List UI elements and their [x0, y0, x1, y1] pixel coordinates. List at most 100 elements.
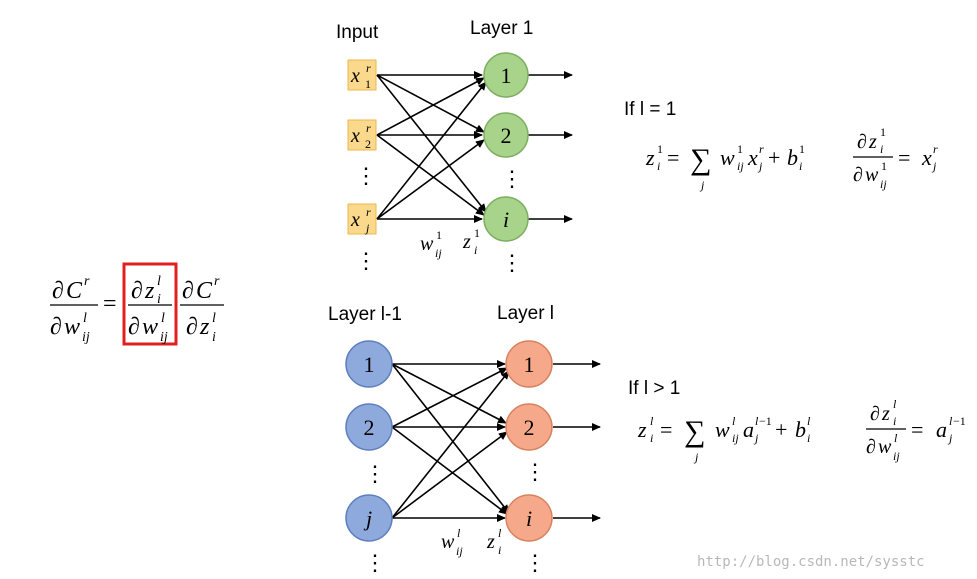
layer1-ellipsis-1: ⋮	[501, 166, 523, 191]
bottom-network: Layer l-1 Layer l 1 2 j	[328, 303, 601, 575]
svg-text:j: j	[364, 221, 370, 235]
svg-text:ij: ij	[737, 159, 744, 173]
svg-text:∂: ∂	[853, 164, 863, 186]
l-equals-1-equations: If l = 1 z 1 i = ∑ j w 1 ij x r j + b 1 …	[624, 99, 938, 192]
top-weight-label: w 1 ij	[420, 228, 442, 260]
svg-text:i: i	[657, 159, 660, 173]
svg-text:b: b	[795, 417, 806, 442]
svg-text:x: x	[350, 209, 360, 231]
svg-text:z: z	[199, 314, 210, 340]
svg-text:∑: ∑	[690, 143, 711, 176]
svg-text:l: l	[893, 397, 897, 411]
svg-text:l: l	[650, 414, 654, 428]
svg-text:C: C	[196, 278, 213, 304]
top-network: Input Layer 1 x r 1 x r 2	[336, 18, 573, 275]
svg-text:x: x	[350, 125, 360, 147]
svg-text:∂: ∂	[50, 314, 62, 340]
svg-text:w: w	[715, 417, 730, 442]
svg-text:x: x	[747, 145, 758, 170]
svg-text:ij: ij	[435, 246, 442, 260]
layer1-node-i: i	[483, 196, 529, 242]
svg-text:r: r	[214, 274, 220, 289]
prev-layer-node-j: j	[345, 494, 393, 542]
svg-text:j: j	[699, 178, 705, 192]
svg-text:j: j	[931, 159, 937, 173]
prev-layer-node-2: 2	[345, 403, 393, 451]
svg-text:∂: ∂	[186, 314, 198, 340]
svg-text:1: 1	[799, 142, 805, 156]
svg-text:2: 2	[501, 123, 512, 148]
svg-text:=: =	[667, 145, 679, 170]
svg-text:a: a	[936, 417, 947, 442]
svg-text:∂: ∂	[131, 278, 143, 304]
svg-text:l: l	[894, 431, 898, 445]
layer-l-label: Layer l	[497, 303, 554, 324]
layer1-node-1: 1	[483, 52, 529, 98]
svg-text:r: r	[933, 142, 938, 156]
condition-l-greater-1: If l > 1	[628, 378, 680, 399]
svg-text:z: z	[881, 403, 890, 425]
svg-text:1: 1	[501, 63, 512, 88]
svg-text:1: 1	[436, 228, 442, 242]
svg-text:ij: ij	[893, 449, 900, 463]
svg-text:i: i	[498, 543, 501, 557]
svg-text:2: 2	[364, 415, 375, 440]
svg-text:j: j	[693, 450, 699, 464]
layer-l-node-1: 1	[505, 340, 553, 388]
svg-text:∂: ∂	[128, 314, 140, 340]
svg-text:=: =	[103, 291, 117, 317]
svg-text:i: i	[650, 431, 653, 445]
watermark: http://blog.csdn.net/sysstc	[697, 554, 925, 570]
bottom-z-label: z l i	[486, 526, 502, 557]
svg-text:=: =	[660, 417, 672, 442]
svg-text:z: z	[645, 145, 655, 170]
svg-text:x: x	[921, 145, 932, 170]
svg-text:r: r	[366, 61, 371, 75]
svg-text:1: 1	[737, 142, 743, 156]
svg-text:−1: −1	[759, 414, 772, 428]
svg-text:1: 1	[365, 77, 371, 91]
input-ellipsis-2: ⋮	[355, 248, 377, 273]
svg-text:b: b	[787, 145, 798, 170]
layer1-ellipsis-2: ⋮	[501, 250, 523, 275]
svg-text:z: z	[144, 278, 155, 304]
svg-text:j: j	[363, 506, 372, 531]
input-label: Input	[336, 22, 379, 43]
layer-l-minus-1-label: Layer l-1	[328, 304, 402, 325]
svg-text:2: 2	[365, 137, 371, 151]
svg-text:w: w	[420, 233, 434, 255]
svg-text:a: a	[743, 417, 754, 442]
svg-text:∂: ∂	[866, 436, 876, 458]
bottom-weight-label: w l ij	[441, 526, 463, 558]
svg-text:j: j	[757, 159, 763, 173]
svg-text:l: l	[157, 274, 161, 289]
svg-text:z: z	[462, 231, 471, 253]
prev-layer-ellipsis-2: ⋮	[364, 550, 386, 575]
svg-text:w: w	[865, 164, 879, 186]
svg-text:l: l	[457, 526, 461, 540]
svg-text:w: w	[142, 314, 158, 340]
highlight-box	[122, 262, 178, 346]
svg-text:r: r	[84, 274, 90, 289]
svg-text:1: 1	[657, 142, 663, 156]
layer-l-node-2: 2	[505, 403, 553, 451]
svg-text:i: i	[799, 159, 802, 173]
svg-text:+: +	[775, 417, 787, 442]
svg-text:i: i	[474, 243, 477, 257]
svg-text:l: l	[755, 414, 759, 428]
svg-text:j: j	[753, 431, 759, 445]
svg-text:1: 1	[881, 159, 887, 173]
layer-1-label: Layer 1	[470, 18, 533, 39]
svg-text:2: 2	[524, 415, 535, 440]
layer-l-node-i: i	[505, 494, 553, 542]
svg-text:r: r	[366, 205, 371, 219]
svg-text:w: w	[64, 314, 80, 340]
svg-text:l: l	[83, 311, 87, 326]
svg-text:i: i	[526, 506, 532, 531]
svg-text:z: z	[486, 531, 495, 553]
svg-text:r: r	[759, 142, 764, 156]
svg-text:l: l	[732, 414, 736, 428]
svg-text:i: i	[503, 207, 509, 232]
svg-text:∑: ∑	[684, 415, 705, 448]
svg-text:ij: ij	[160, 330, 168, 345]
